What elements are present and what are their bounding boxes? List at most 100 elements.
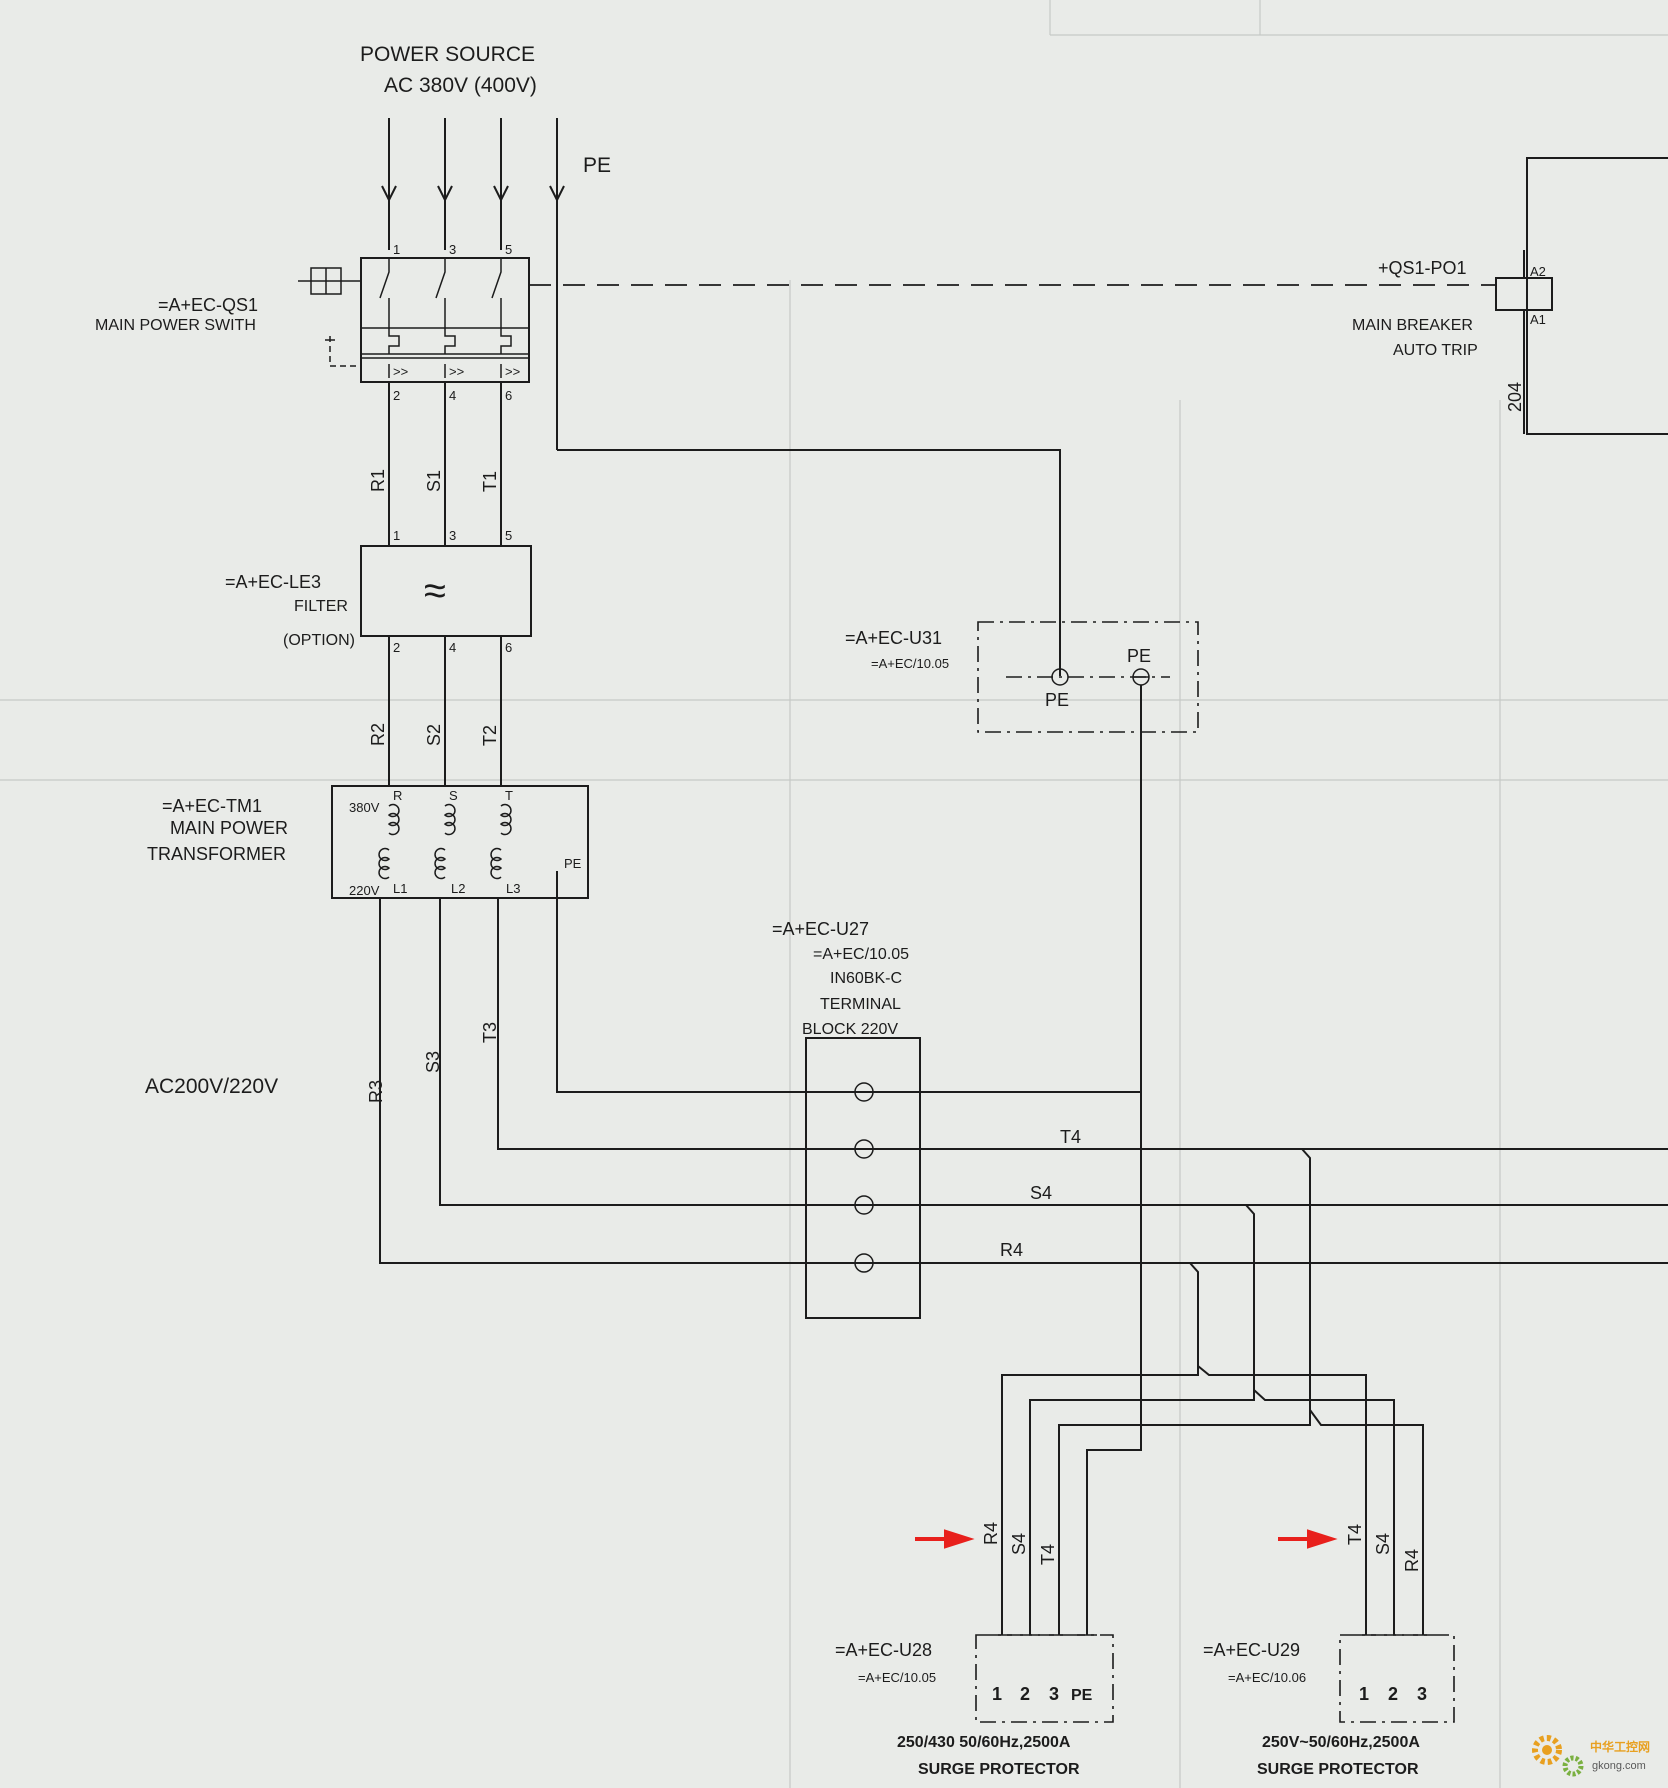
bus-label-t4: T4 [1060,1127,1081,1147]
wire-label-s3: S3 [423,1051,443,1073]
breaker-wire-204: 204 [1505,382,1525,412]
u27-model: IN60BK-C [830,970,902,987]
tm1-pe-pin: PE [564,856,582,871]
qs1-main-switch: =A+EC-QS1 MAIN POWER SWITH 1 3 5 2 4 6 >… [95,242,530,403]
u31-pe-block: =A+EC-U31 =A+EC/10.05 PE PE [845,621,1199,1092]
watermark-en: gkong.com [1592,1760,1646,1772]
u27-terminal-t [854,1139,874,1159]
bus-label-r4: R4 [1000,1240,1023,1260]
qs1-top-pin-3: 3 [449,242,456,257]
qs1-desc: MAIN POWER SWITH [95,317,256,334]
u28-wire-s4: S4 [1009,1533,1029,1555]
breaker-id: +QS1-PO1 [1378,258,1467,278]
u28-surge-protector: R4 S4 T4 =A+EC-U28 =A+EC/10.05 1 2 3 PE … [835,1522,1114,1778]
pe-source-label: PE [583,154,611,177]
qs1-trip-mark-3: >> [505,364,520,379]
u27-ref: =A+EC/10.05 [813,946,909,963]
power-source-voltage: AC 380V (400V) [384,74,537,97]
tm1-id: =A+EC-TM1 [162,796,262,816]
u31-ref: =A+EC/10.05 [871,656,949,671]
gkong-watermark: 中华工控网 gkong.com [1532,1735,1650,1777]
wire-label-t3: T3 [480,1022,500,1043]
tm1-pin-l3: L3 [506,881,520,896]
u31-terminal-left [1051,668,1069,686]
u27-id: =A+EC-U27 [772,919,869,939]
power-source: POWER SOURCE AC 380V (400V) PE [360,43,611,450]
tm1-pin-s: S [449,788,458,803]
power-source-title: POWER SOURCE [360,43,535,66]
u31-pe-right: PE [1127,646,1151,666]
wire-label-t2: T2 [480,725,500,746]
u29-id: =A+EC-U29 [1203,1640,1300,1660]
u28-pin-pe: PE [1071,1687,1093,1704]
u29-ref: =A+EC/10.06 [1228,1670,1306,1685]
u31-frame [977,621,1199,733]
u27-rating: BLOCK 220V [802,1021,898,1038]
tm1-transformer: =A+EC-TM1 MAIN POWER TRANSFORMER 380V 22… [147,785,589,899]
qs1-trip-mark-2: >> [449,364,464,379]
u27-terminal-s [854,1195,874,1215]
u31-pe-left: PE [1045,690,1069,710]
breaker-frame [1526,157,1668,435]
u29-frame [1339,1634,1455,1723]
u28-spec: 250/430 50/60Hz,2500A [897,1734,1071,1751]
wire-label-t1: T1 [480,471,500,492]
breaker-line1: MAIN BREAKER [1352,317,1473,334]
u28-wire-t4: T4 [1038,1544,1058,1565]
le3-filter: =A+EC-LE3 FILTER (OPTION) ≈ 1 3 5 2 4 6 [225,528,532,655]
tm1-primary-voltage: 380V [349,800,380,815]
u28-id: =A+EC-U28 [835,1640,932,1660]
wires-r3-s3-t3: R3 S3 T3 [366,871,1668,1366]
le3-top-pin-3: 3 [449,528,456,543]
le3-top-pin-5: 5 [505,528,512,543]
u28-pin-1: 1 [992,1684,1002,1704]
u29-surge-protector: T4 S4 R4 =A+EC-U29 =A+EC/10.06 1 2 3 250… [1203,1524,1455,1778]
u28-wire-r4: R4 [981,1522,1001,1545]
breaker-pin-a1: A1 [1530,312,1546,327]
le3-id: =A+EC-LE3 [225,572,321,592]
surge-branch-wiring [1001,1148,1424,1635]
tm1-pin-l1: L1 [393,881,407,896]
u29-wire-s4: S4 [1373,1533,1393,1555]
pe-conductor [557,449,1061,676]
u29-pin-3: 3 [1417,1684,1427,1704]
tm1-coils [378,803,512,880]
breaker-coil [1495,277,1553,311]
tm1-pin-t: T [505,788,513,803]
wires-r2-s2-t2: R2 S2 T2 [368,636,502,786]
u27-terminal-pe [854,1082,874,1102]
tm1-line2: TRANSFORMER [147,844,286,864]
u31-id: =A+EC-U31 [845,628,942,648]
u27-type: TERMINAL [820,996,901,1013]
qs1-top-pin-5: 5 [505,242,512,257]
wire-label-r3: R3 [366,1080,386,1103]
bus-label-s4: S4 [1030,1183,1052,1203]
wire-label-r1: R1 [368,469,388,492]
u29-spec: 250V~50/60Hz,2500A [1262,1734,1420,1751]
u29-wire-r4: R4 [1402,1549,1422,1572]
qs1-trip-mark-1: >> [393,364,408,379]
le3-bottom-pin-4: 4 [449,640,456,655]
le3-bottom-pin-2: 2 [393,640,400,655]
main-breaker-trip: +QS1-PO1 MAIN BREAKER AUTO TRIP A2 A1 20… [529,157,1668,435]
breaker-line2: AUTO TRIP [1393,342,1478,359]
gear-icon [1532,1735,1562,1765]
breaker-pin-a2: A2 [1530,264,1546,279]
u29-pin-2: 2 [1388,1684,1398,1704]
qs1-bottom-pin-4: 4 [449,388,456,403]
qs1-top-pin-1: 1 [393,242,400,257]
qs1-id: =A+EC-QS1 [158,295,258,315]
le3-body [360,545,532,637]
wires-r1-s1-t1: R1 S1 T1 [368,382,502,546]
u29-pin-1: 1 [1359,1684,1369,1704]
tm1-pin-l2: L2 [451,881,465,896]
qs1-bottom-pin-6: 6 [505,388,512,403]
le3-bottom-pin-6: 6 [505,640,512,655]
u29-wire-t4: T4 [1345,1524,1365,1545]
red-arrow-icon [915,1529,975,1549]
source-arrows [381,118,565,450]
u28-name: SURGE PROTECTOR [918,1761,1080,1778]
gear-icon [1562,1755,1584,1777]
